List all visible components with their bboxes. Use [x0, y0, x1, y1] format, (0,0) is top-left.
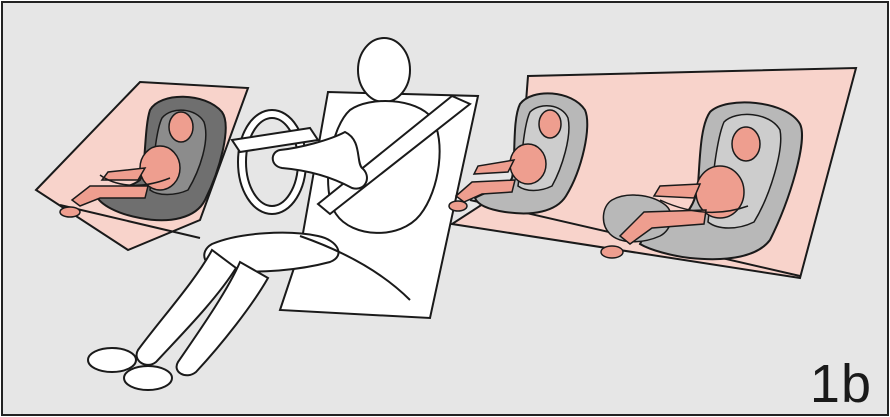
- figure-label: 1b: [809, 354, 872, 414]
- left-child-head: [168, 111, 194, 143]
- driver-shin-front: [135, 248, 238, 366]
- right-child-harness: [659, 199, 749, 213]
- steering-column: [230, 126, 320, 154]
- middle-child-torso: [509, 143, 547, 185]
- driver-figure: [87, 37, 472, 391]
- driver-shin-back: [175, 260, 270, 377]
- right-child-leg: [618, 209, 707, 245]
- left-child-seat-group: [34, 80, 250, 252]
- middle-child-foot: [448, 200, 468, 212]
- left-child-torso: [139, 145, 181, 191]
- right-child-head: [731, 126, 761, 162]
- left-child-leg: [70, 185, 149, 207]
- right-child-foot: [600, 245, 624, 259]
- left-child-foot: [59, 206, 81, 218]
- lap-belt: [299, 235, 411, 301]
- middle-child-arm: [472, 159, 516, 175]
- left-platform-edge: [59, 204, 201, 239]
- driver-foot-back: [123, 365, 173, 391]
- middle-child-head: [538, 109, 562, 139]
- driver-foot-front: [87, 347, 137, 373]
- left-child-arm: [100, 167, 147, 181]
- right-child-seats-group: [448, 66, 858, 280]
- left-child-harness: [99, 174, 171, 187]
- right-child-arm: [652, 183, 702, 199]
- driver-arm: [271, 130, 368, 190]
- driver-head: [357, 37, 411, 103]
